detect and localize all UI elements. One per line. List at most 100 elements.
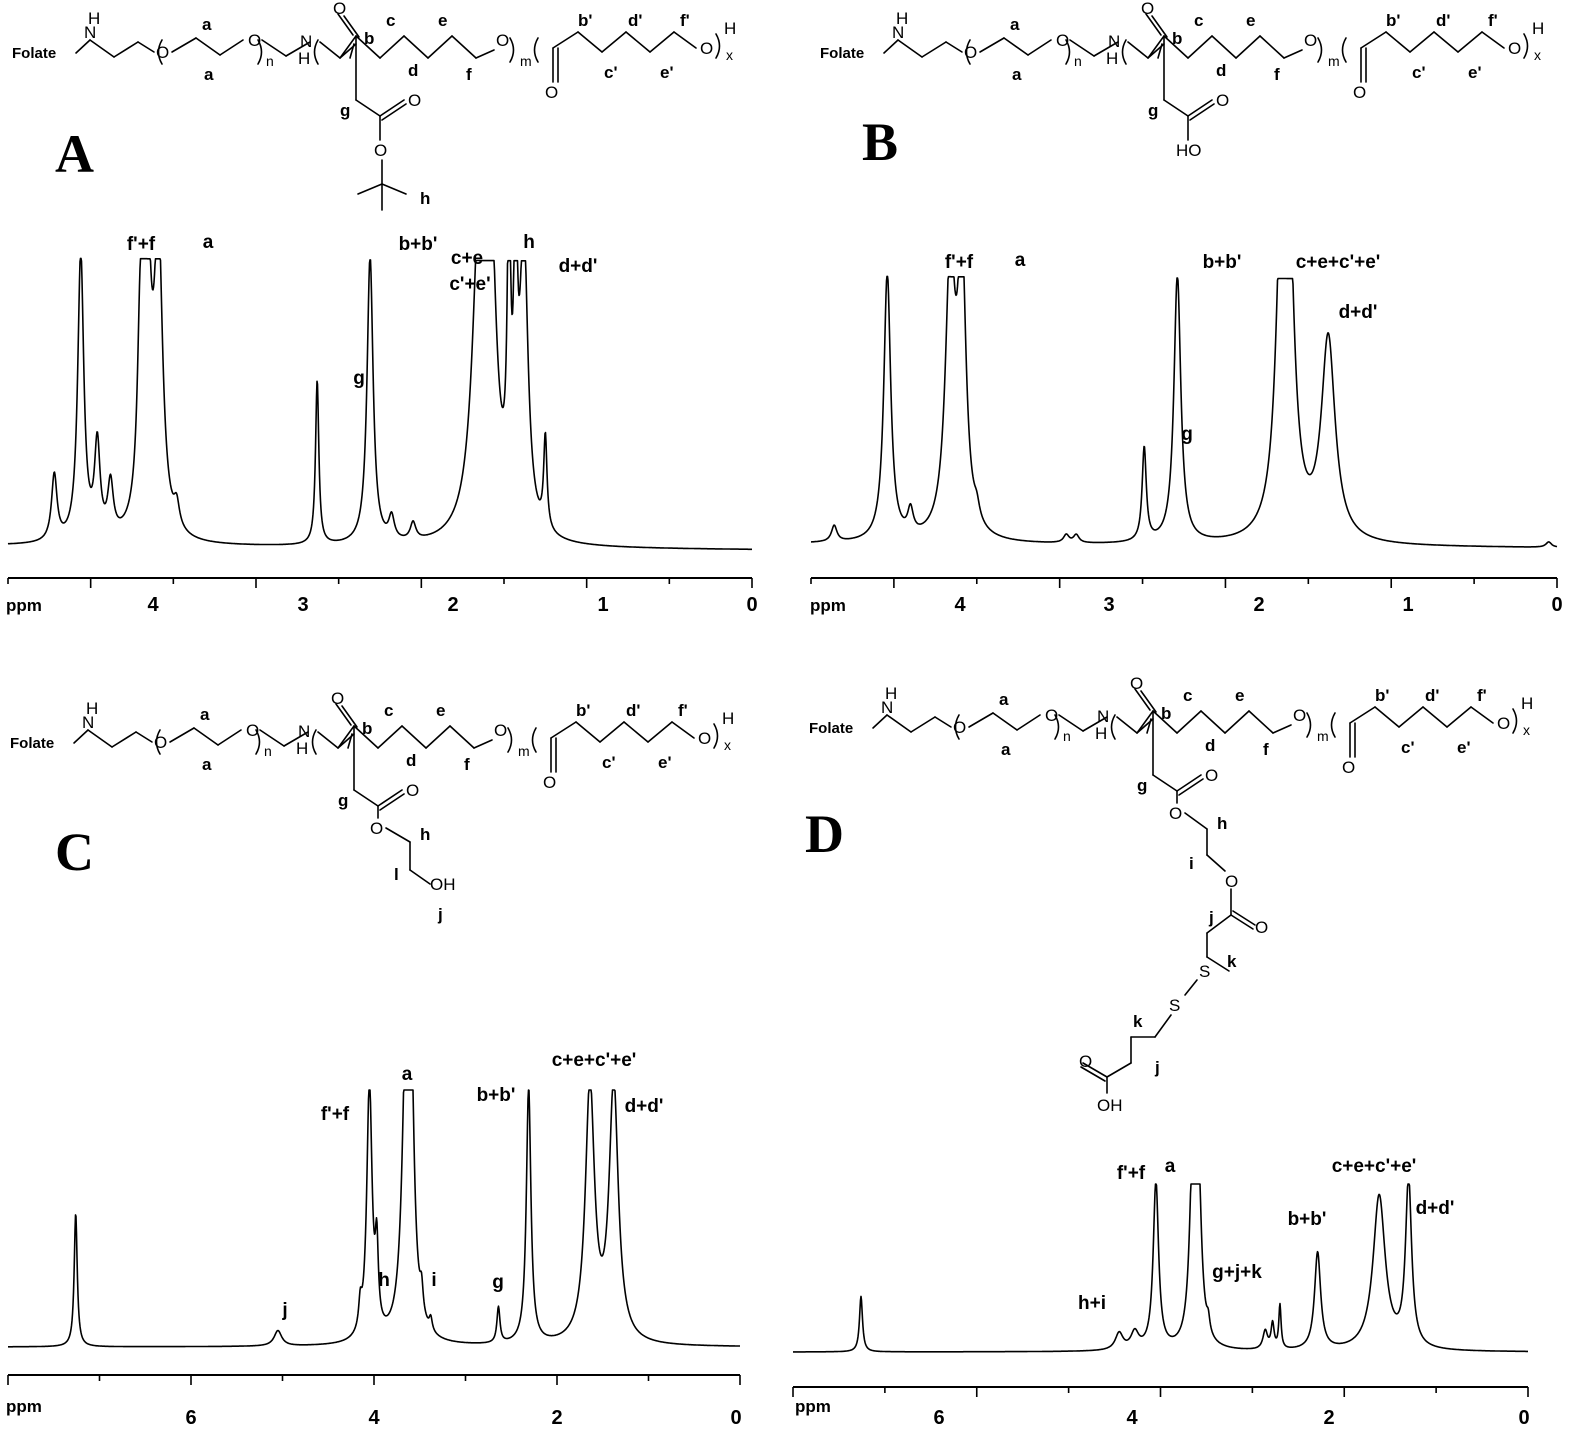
structure-label: i: [1189, 854, 1194, 873]
structure-label: S: [1199, 962, 1210, 981]
structure-label: l: [394, 865, 399, 884]
tick-label-d-2: 2: [1323, 1407, 1334, 1429]
structure-label: d': [626, 701, 640, 720]
structure-label: n: [1074, 53, 1082, 69]
structure-label: f: [1274, 65, 1280, 84]
structure-label: f': [680, 11, 690, 30]
structure-label: H: [86, 699, 98, 718]
structure-label: d: [408, 61, 418, 80]
structure-label: a: [204, 65, 214, 84]
peak-label-a-ce: c+e: [451, 248, 483, 269]
tick-label-c-0: 0: [730, 1407, 741, 1429]
structure-label: O: [1079, 1052, 1092, 1071]
structure-label: H: [722, 709, 734, 728]
peak-label-a-a: a: [203, 232, 214, 253]
structure-label: H: [88, 9, 100, 28]
structure-label: H: [298, 49, 310, 68]
structure-label: a: [1010, 15, 1020, 34]
spectrum-c: ppm 6 4 2 0 j f'+f h a i g b+b' c+e+c'+e…: [6, 1050, 742, 1429]
structure-label: O: [406, 781, 419, 800]
peak-label-d-a: a: [1165, 1156, 1176, 1177]
structure-label: j: [437, 905, 443, 924]
structure-label: c: [386, 11, 395, 30]
peak-label-a-dd: d+d': [559, 256, 598, 277]
structure-label: H: [1106, 49, 1118, 68]
structure-label: a: [999, 690, 1009, 709]
structure-label: N: [82, 713, 94, 732]
peak-label-c-ff: f'+f: [321, 1104, 350, 1125]
structure-label: m: [1328, 53, 1340, 69]
structure-label: a: [200, 705, 210, 724]
spectrum-line-c: [7, 1089, 741, 1348]
spectrum-b: ppm 4 3 2 1 0 f'+f a g b+b' c+e+c'+e' d+…: [810, 250, 1563, 616]
peak-label-b-a: a: [1015, 250, 1026, 271]
structure-label: O: [1255, 918, 1268, 937]
tick-label-d-6: 6: [933, 1407, 944, 1429]
panel-letter-a: A: [55, 124, 94, 184]
structure-label: a: [202, 15, 212, 34]
structure-label: O: [408, 91, 421, 110]
structure-label: H: [1521, 694, 1533, 713]
ppm-label-a: ppm: [6, 596, 42, 615]
structure-label: c: [1183, 686, 1192, 705]
structure-label: h: [420, 825, 430, 844]
structure-label: b: [362, 719, 372, 738]
structure-label: a: [1001, 740, 1011, 759]
structure-label: e: [1235, 686, 1244, 705]
structure-label: O: [953, 718, 966, 737]
structure-label: O: [1205, 766, 1218, 785]
tick-label-b-3: 3: [1103, 594, 1114, 616]
structure-label: S: [1169, 996, 1180, 1015]
structure-label: O: [1353, 83, 1366, 102]
structure-label: g: [338, 791, 348, 810]
structure-label: N: [1097, 707, 1109, 726]
structure-label: Folate: [820, 45, 864, 62]
structure-label: O: [1141, 0, 1154, 18]
structure-label: O: [156, 43, 169, 62]
structure-label: N: [892, 23, 904, 42]
structure-label: O: [698, 729, 711, 748]
structure-label: O: [331, 689, 344, 708]
structure-label: O: [1130, 674, 1143, 693]
structure-label: f': [678, 701, 688, 720]
structure-label: x: [1534, 47, 1541, 63]
peak-label-c-i: i: [431, 1270, 436, 1291]
structure-label: O: [964, 43, 977, 62]
structure-label: H: [724, 19, 736, 38]
structure-label: O: [1056, 31, 1069, 50]
tick-label-b-2: 2: [1253, 594, 1264, 616]
structure-label: j: [1154, 1058, 1160, 1077]
structure-label: H: [1532, 19, 1544, 38]
peak-label-a-bb: b+b': [399, 234, 438, 255]
structure-label: j: [1208, 908, 1214, 927]
structure-label: e': [660, 63, 674, 82]
structure-label: b: [364, 29, 374, 48]
tick-label-b-0: 0: [1551, 594, 1562, 616]
peak-label-c-ce: c+e+c'+e': [552, 1050, 637, 1071]
structure-label: OH: [1097, 1096, 1123, 1115]
structure-label: N: [1108, 32, 1120, 51]
structure-label: O: [1169, 804, 1182, 823]
peak-label-b-ff: f'+f: [945, 252, 974, 273]
structure-label: N: [84, 23, 96, 42]
structure-label: O: [1045, 706, 1058, 725]
peak-label-c-j: j: [281, 1300, 287, 1321]
tick-label-a-0: 0: [746, 594, 757, 616]
structure-label: n: [266, 53, 274, 69]
peak-label-c-a: a: [402, 1064, 413, 1085]
structure-label: d': [1436, 11, 1450, 30]
structure-label: HO: [1176, 141, 1202, 160]
structure-label: b': [576, 701, 590, 720]
peak-label-b-dd: d+d': [1339, 302, 1378, 323]
peak-label-b-g: g: [1181, 424, 1193, 445]
structure-label: Folate: [809, 720, 853, 737]
structure-label: b': [1375, 686, 1389, 705]
peak-label-b-ce: c+e+c'+e': [1296, 252, 1381, 273]
structure-label: OH: [430, 875, 456, 894]
peak-label-d-ff: f'+f: [1117, 1163, 1146, 1184]
